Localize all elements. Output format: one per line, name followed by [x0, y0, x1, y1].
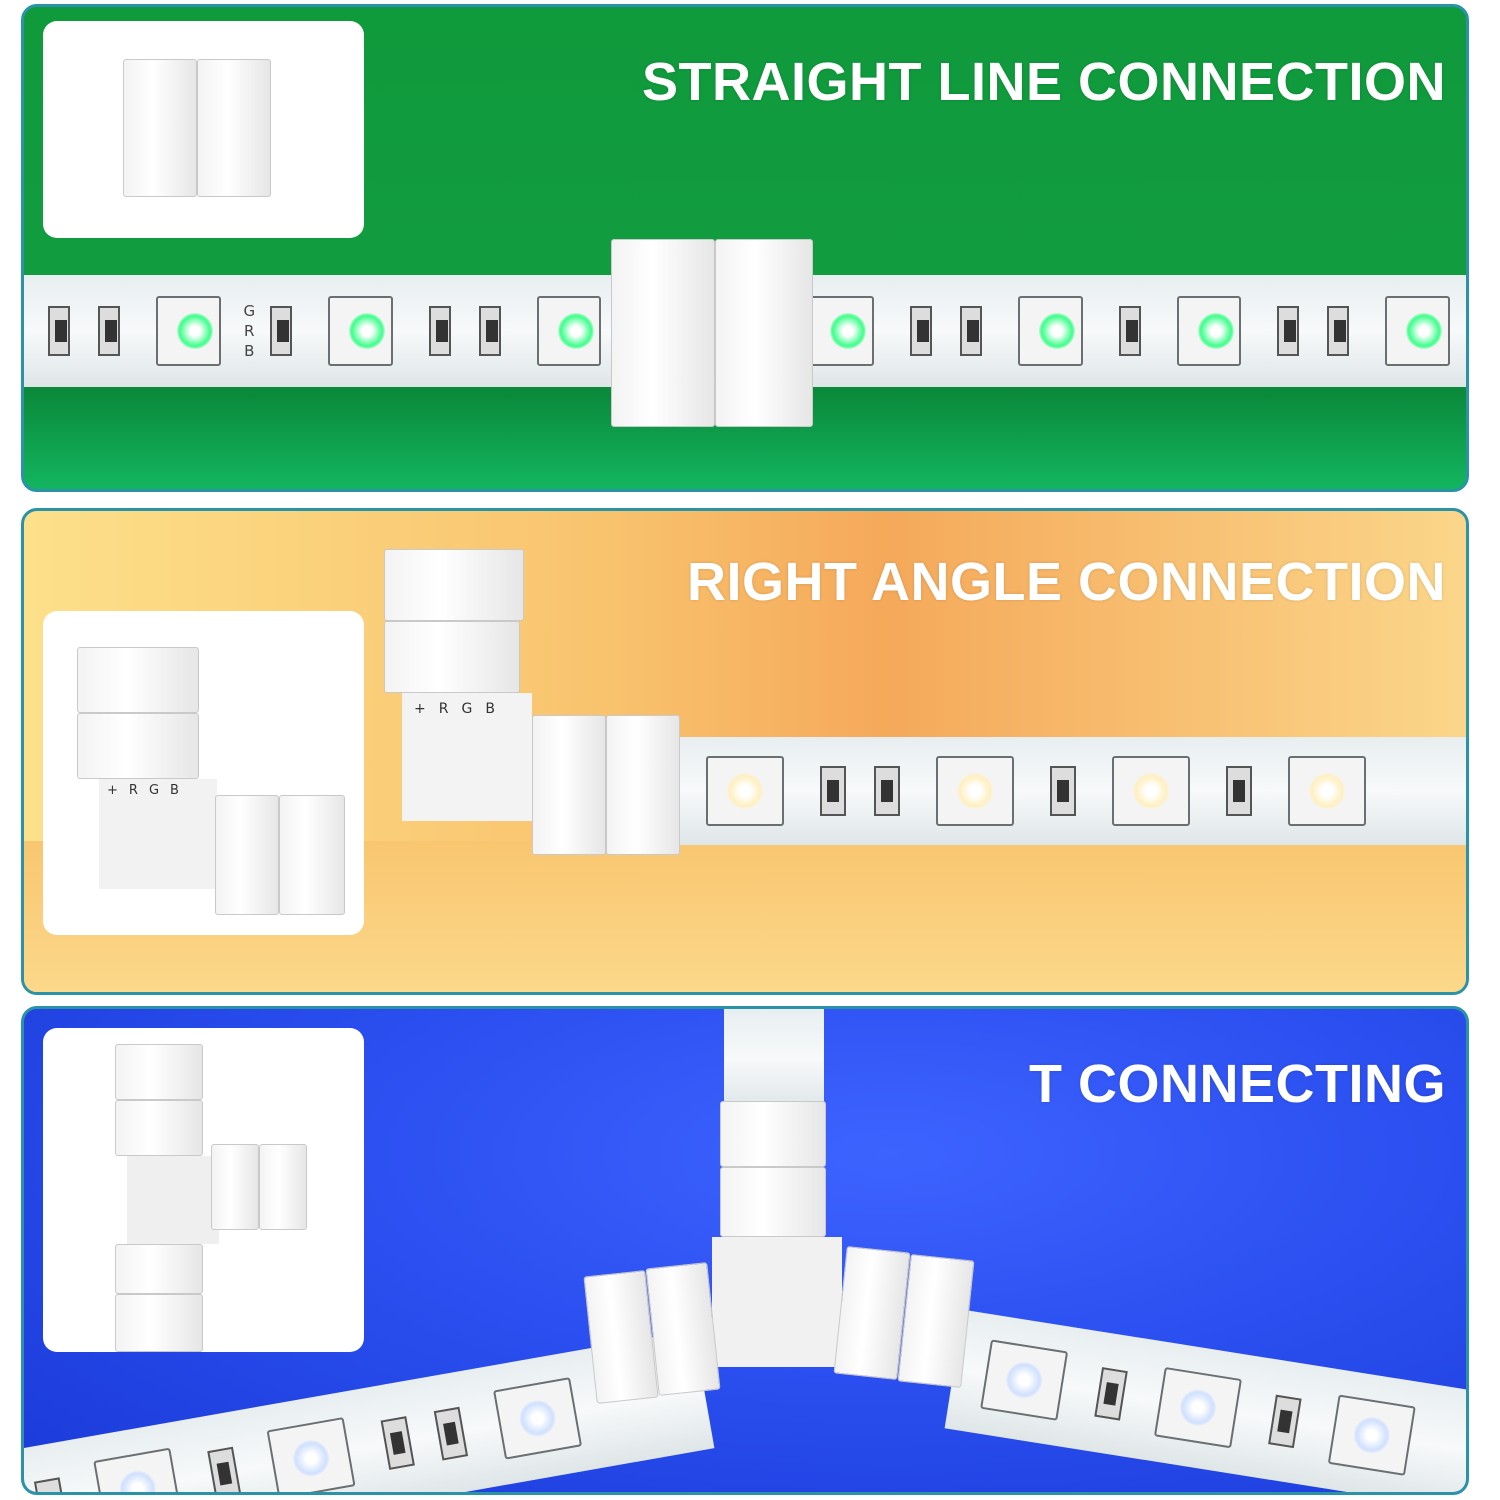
connector-half — [384, 549, 524, 621]
led-chip — [1112, 756, 1190, 826]
straight-connector-inset — [43, 21, 364, 238]
led-strip — [944, 1309, 1466, 1492]
led-chip — [1385, 296, 1450, 366]
right-angle-connector-inset: +RGB — [43, 611, 364, 935]
t-body — [127, 1156, 219, 1244]
angle-body: +RGB — [402, 693, 532, 821]
resistor — [1050, 766, 1076, 816]
connector-half — [720, 1101, 826, 1167]
connector-half — [115, 1294, 203, 1352]
t-connector-inset — [43, 1028, 364, 1352]
led-chip — [1017, 296, 1083, 366]
resistor — [207, 1446, 242, 1492]
resistor — [1094, 1367, 1128, 1421]
resistor — [1118, 306, 1141, 356]
led-chip — [1153, 1366, 1242, 1449]
pin-labels: +RGB — [414, 701, 508, 717]
resistor — [380, 1416, 415, 1470]
led-strip — [674, 737, 1466, 845]
connector-half — [77, 647, 199, 713]
led-chip — [1327, 1394, 1416, 1476]
connector-half — [211, 1144, 259, 1230]
connector-half — [123, 59, 197, 197]
resistor — [428, 306, 451, 356]
resistor — [1327, 306, 1350, 356]
resistor — [1277, 306, 1300, 356]
led-chip — [809, 296, 874, 366]
led-chip — [536, 296, 602, 366]
connector-half — [115, 1100, 203, 1156]
connector-half — [720, 1167, 826, 1237]
led-chip — [1288, 756, 1366, 826]
resistor — [959, 306, 982, 356]
led-chip — [156, 296, 221, 366]
resistor — [48, 306, 71, 356]
resistor — [98, 306, 121, 356]
t-connecting-panel: T CONNECTING — [21, 1006, 1469, 1495]
connector-half — [897, 1254, 975, 1388]
resistor — [269, 306, 292, 356]
led-chip — [327, 296, 393, 366]
t-body — [712, 1237, 842, 1367]
panel-title: STRAIGHT LINE CONNECTION — [642, 52, 1446, 112]
connector-half — [197, 59, 271, 197]
connector-half — [715, 239, 813, 427]
led-strip-vertical — [724, 1009, 824, 1109]
connector-half — [611, 239, 715, 427]
resistor — [478, 306, 501, 356]
connector-half — [606, 715, 680, 855]
resistor — [1268, 1394, 1302, 1449]
panel-title: RIGHT ANGLE CONNECTION — [687, 552, 1446, 612]
led-chip — [980, 1339, 1069, 1421]
led-chip — [706, 756, 784, 826]
connector-half — [279, 795, 345, 915]
resistor — [820, 766, 846, 816]
connector-half — [115, 1244, 203, 1294]
right-angle-panel: RIGHT ANGLE CONNECTION +RGB +RGB — [21, 508, 1469, 995]
connector-half — [259, 1144, 307, 1230]
resistor — [33, 1477, 69, 1492]
connector-half — [645, 1262, 721, 1396]
led-chip — [1176, 296, 1242, 366]
angle-body: +RGB — [99, 779, 217, 889]
connector-half — [77, 713, 199, 779]
led-chip — [266, 1417, 356, 1492]
connector-half — [115, 1044, 203, 1100]
resistor — [874, 766, 900, 816]
panel-title: T CONNECTING — [1029, 1054, 1446, 1114]
connector-half — [532, 715, 606, 855]
connector-half — [215, 795, 279, 915]
connector-half — [384, 621, 520, 693]
resistor — [1226, 766, 1252, 816]
resistor — [433, 1406, 469, 1461]
led-chip — [936, 756, 1014, 826]
resistor — [909, 306, 932, 356]
pin-labels: +RGB — [107, 783, 190, 798]
led-chip — [493, 1377, 583, 1460]
led-chip — [93, 1447, 183, 1492]
